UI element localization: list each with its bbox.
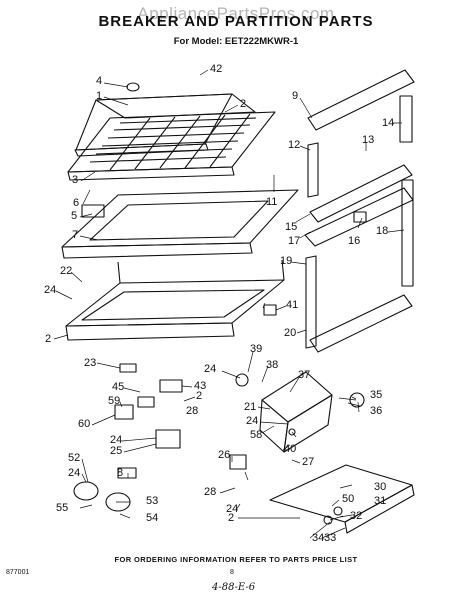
callout-17: 17 [288, 235, 300, 247]
callout-1: 1 [96, 90, 102, 102]
callout-23: 23 [84, 357, 96, 369]
callout-24c: 24 [110, 434, 122, 446]
callout-4a: 4 [96, 75, 102, 87]
callout-45: 45 [112, 381, 124, 393]
callout-7: 7 [72, 229, 78, 241]
part-grill-shelf [67, 111, 276, 181]
callout-32: 32 [350, 510, 362, 522]
callout-18: 18 [376, 225, 388, 237]
callout-6: 6 [73, 197, 79, 209]
model-label: For Model: EET222MKWR-1 [173, 36, 299, 47]
part-control-housing [259, 371, 333, 453]
callout-58: 58 [250, 429, 262, 441]
callout-3: 3 [72, 174, 78, 186]
callout-25: 25 [110, 445, 122, 457]
leader-lines [53, 69, 405, 539]
callout-8: 8 [117, 467, 123, 479]
callout-2c: 2 [196, 390, 202, 402]
callout-9: 9 [292, 90, 298, 102]
callout-14: 14 [382, 117, 394, 129]
callout-12: 12 [288, 139, 300, 151]
callout-40: 40 [284, 443, 296, 455]
callout-55: 55 [56, 502, 68, 514]
handwritten-note: 4-88-E-6 [212, 582, 256, 593]
callout-39: 39 [250, 343, 262, 355]
callout-36: 36 [370, 405, 382, 417]
callout-21: 21 [244, 401, 256, 413]
callout-52: 52 [68, 452, 80, 464]
callout-28b: 28 [204, 486, 216, 498]
callout-22: 22 [60, 265, 72, 277]
callout-26: 26 [218, 449, 230, 461]
callout-11: 11 [266, 196, 277, 208]
callout-24d: 24 [246, 415, 258, 427]
callout-34: 34 [312, 532, 324, 544]
callout-31: 31 [374, 495, 386, 507]
callout-30: 30 [374, 481, 386, 493]
callout-24b: 24 [204, 363, 216, 375]
callout-38: 38 [266, 359, 278, 371]
callout-24f: 24 [226, 503, 238, 515]
callout-37: 37 [298, 369, 310, 381]
callout-42: 42 [210, 63, 222, 75]
part-lower-partition [65, 259, 285, 341]
callout-41: 41 [286, 299, 298, 311]
part-partition-frame [61, 189, 299, 259]
callout-24a: 24 [44, 284, 56, 296]
callout-33: 33 [324, 532, 336, 544]
callout-24e: 24 [68, 467, 80, 479]
page-title: BREAKER AND PARTITION PARTS [98, 13, 374, 30]
callout-60: 60 [78, 418, 90, 430]
callout-2a: 2 [240, 98, 246, 110]
callout-19: 19 [280, 255, 292, 267]
callout-54: 54 [146, 512, 158, 524]
callout-43: 43 [194, 380, 206, 392]
callout-53: 53 [146, 495, 158, 507]
callout-2d: 2 [228, 512, 234, 524]
callout-16: 16 [348, 235, 360, 247]
watermark: AppliancePartsPros.com [137, 4, 335, 23]
callout-13: 13 [362, 134, 374, 146]
callout-28a: 28 [186, 405, 198, 417]
part-right-trim [304, 69, 415, 353]
callout-20: 20 [284, 327, 296, 339]
callout-50: 50 [342, 493, 354, 505]
callout-15: 15 [285, 221, 297, 233]
callout-27: 27 [302, 456, 314, 468]
part-bottom-trim [269, 464, 415, 534]
callout-2b: 2 [45, 333, 51, 345]
ordering-note: FOR ORDERING INFORMATION REFER TO PARTS … [114, 555, 358, 564]
document-number: 877001 [6, 569, 30, 576]
page-number: 8 [230, 569, 234, 576]
callout-35: 35 [370, 389, 382, 401]
callout-59: 59 [108, 395, 120, 407]
callout-5: 5 [71, 210, 77, 222]
